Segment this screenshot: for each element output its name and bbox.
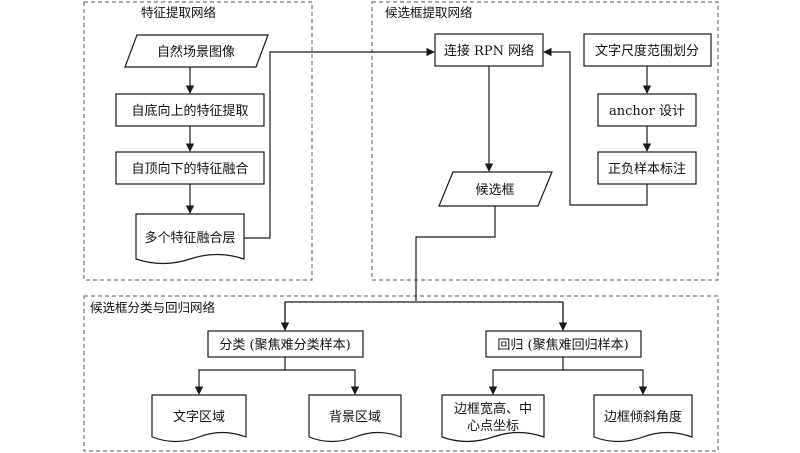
- bottom-up-label: 自底向上的特征提取: [131, 103, 248, 119]
- connector-split-bar: [284, 301, 564, 330]
- arrow-pos-neg-to-rpn: [543, 47, 648, 206]
- top-down-label: 自顶向下的特征融合: [131, 161, 248, 177]
- pos-neg-label: 正负样本标注: [608, 162, 686, 177]
- natural-image-label: 自然场景图像: [157, 44, 235, 60]
- text-region-label: 文字区域: [173, 410, 225, 425]
- text-scale-label: 文字尺度范围划分: [595, 43, 699, 59]
- box-size-label-line2: 心点坐标: [467, 419, 519, 434]
- multi-layer-label: 多个特征融合层: [144, 230, 235, 246]
- bottom-up-node: [115, 93, 265, 127]
- arrow-multi-layer-to-rpn: [244, 47, 435, 239]
- arrow-to-text-region: [194, 357, 286, 395]
- classification-label: 分类 (聚焦难分类样本): [219, 338, 350, 353]
- proposal-group-label: 候选框提取网络: [385, 5, 473, 20]
- bg-region-node: [308, 394, 402, 443]
- feature-extraction-group-label: 特征提取网络: [141, 5, 217, 20]
- candidate-label: 候选框: [475, 183, 514, 198]
- anchor-node: [597, 93, 697, 127]
- proposal-group: [371, 1, 719, 281]
- classify-regress-group: [83, 295, 719, 452]
- rpn-label: 连接 RPN 网络: [444, 43, 534, 59]
- text-region-node: [151, 394, 247, 443]
- box-size-node: [441, 394, 545, 443]
- text-scale-node: [583, 33, 712, 67]
- anchor-label: anchor 设计: [609, 104, 685, 119]
- box-size-label-line1: 边框宽高、中: [454, 401, 532, 417]
- regression-label: 回归 (聚焦难回归样本): [497, 338, 628, 353]
- pos-neg-node: [597, 151, 697, 185]
- connector-candidate-down: [415, 206, 496, 301]
- classify-regress-group-label: 候选框分类与回归网络: [90, 300, 216, 315]
- arrow-to-box-angle: [563, 369, 648, 395]
- box-angle-label: 边框倾斜角度: [604, 409, 682, 425]
- candidate-node: [438, 171, 553, 207]
- arrow-to-bg-region: [285, 369, 360, 395]
- feature-extraction-group: [83, 1, 313, 281]
- rpn-node: [434, 33, 544, 67]
- arrow-to-box-size: [488, 357, 564, 395]
- box-angle-node: [593, 394, 693, 443]
- bg-region-label: 背景区域: [329, 410, 381, 425]
- multi-layer-node: [135, 213, 245, 265]
- natural-image-node: [124, 34, 269, 68]
